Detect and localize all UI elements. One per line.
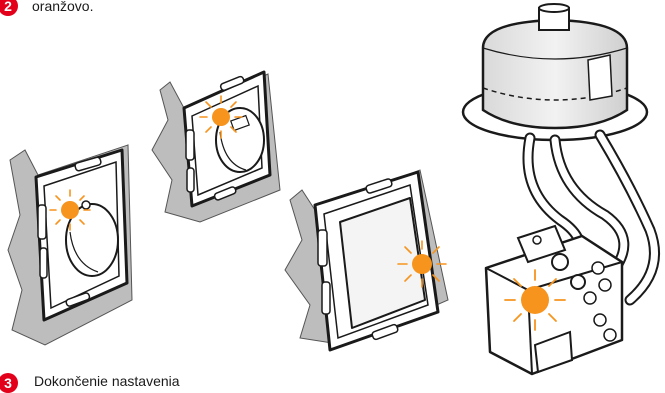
socket-outlet-device-left	[8, 145, 132, 345]
switch-device-center	[285, 170, 448, 350]
led-glow-icon	[505, 270, 565, 330]
led-glow-icon	[50, 190, 90, 230]
led-glow-icon	[200, 96, 242, 138]
led-glow-icon	[398, 241, 446, 287]
installation-illustration	[0, 0, 665, 385]
socket-outlet-device-top	[152, 72, 280, 222]
ceiling-junction-cap	[463, 4, 647, 140]
micromodule-receiver	[486, 226, 622, 374]
